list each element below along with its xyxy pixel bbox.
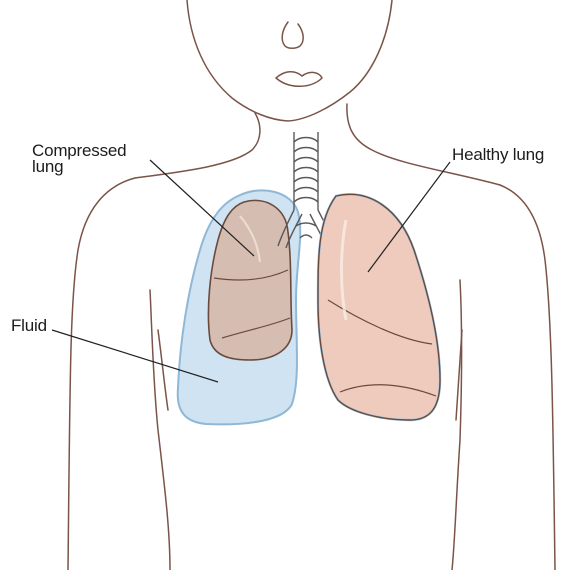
fluid-label: Fluid [11, 318, 47, 334]
right-shoulder [500, 185, 555, 570]
right-armpit [452, 280, 462, 570]
healthy-lung-label: Healthy lung [452, 147, 544, 163]
left-armpit [150, 290, 170, 570]
neck-left [135, 113, 260, 178]
compressed-lung-label: Compressed lung [32, 143, 126, 175]
healthy-lung [318, 194, 440, 420]
nose-outline [282, 22, 303, 48]
chest-line-left [158, 330, 168, 410]
head-outline [187, 0, 392, 121]
mouth-outline [276, 72, 322, 87]
left-shoulder [68, 178, 135, 570]
body-outline [68, 0, 555, 570]
trachea-rings [294, 138, 318, 203]
